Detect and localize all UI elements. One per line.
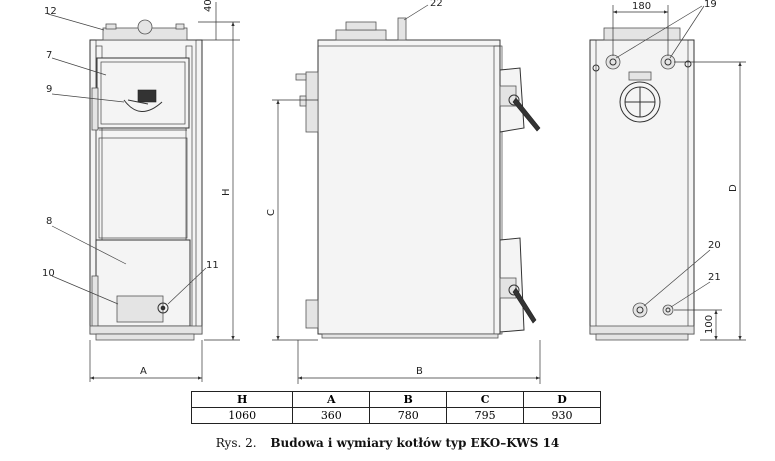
dim-label-top-offset: 40 — [203, 0, 214, 12]
table-cell: 360 — [292, 407, 371, 424]
dim-label-b: B — [416, 366, 423, 377]
callout-19: 19 — [704, 0, 717, 10]
table-header: C — [446, 391, 525, 408]
table-header: B — [369, 391, 448, 408]
figure-caption: Rys. 2. Budowa i wymiary kotłów typ EKO–… — [0, 436, 775, 450]
callout-20: 20 — [708, 240, 721, 251]
dim-label-pipe-spacing: 180 — [632, 1, 651, 12]
dim-label-a: A — [140, 366, 147, 377]
table-cell: 930 — [523, 407, 601, 424]
side-view — [295, 17, 541, 339]
callout-7: 7 — [46, 50, 52, 61]
table-header: H — [190, 391, 294, 408]
callout-21: 21 — [708, 272, 721, 283]
back-view — [589, 27, 695, 341]
front-callouts: 12 7 9 8 10 11 — [42, 6, 219, 305]
callout-10: 10 — [42, 268, 55, 279]
front-view — [89, 19, 203, 341]
table-header-row: H A B C D — [190, 391, 601, 408]
dim-label-h: H — [221, 188, 232, 196]
table-row: 1060 360 780 795 930 — [190, 407, 601, 424]
caption-label: Rys. 2. — [215, 436, 257, 450]
back-callouts: 19 20 21 — [615, 0, 721, 308]
dim-label-d: D — [728, 184, 739, 192]
side-dimensions: C B — [266, 99, 541, 384]
callout-9: 9 — [46, 84, 52, 95]
dim-label-bottom-offset: 100 — [704, 315, 715, 334]
back-dimensions: 180 D 100 — [612, 1, 746, 341]
side-callouts: 22 — [403, 0, 443, 21]
boiler-drawing: 12 7 9 8 10 11 A 40 H — [42, 0, 746, 384]
table-cell: 780 — [369, 407, 448, 424]
dim-label-c: C — [266, 209, 277, 216]
table-header: D — [523, 391, 601, 408]
callout-11: 11 — [206, 260, 219, 271]
front-dimensions: A 40 H — [89, 0, 240, 382]
table-cell: 795 — [446, 407, 525, 424]
callout-8: 8 — [46, 216, 52, 227]
table-header: A — [292, 391, 371, 408]
dimensions-table: H A B C D 1060 360 780 795 930 — [190, 391, 601, 424]
table-cell: 1060 — [190, 407, 294, 424]
callout-22: 22 — [430, 0, 443, 9]
caption-title: Budowa i wymiary kotłów typ EKO–KWS 14 — [270, 436, 560, 450]
callout-12: 12 — [44, 6, 57, 17]
